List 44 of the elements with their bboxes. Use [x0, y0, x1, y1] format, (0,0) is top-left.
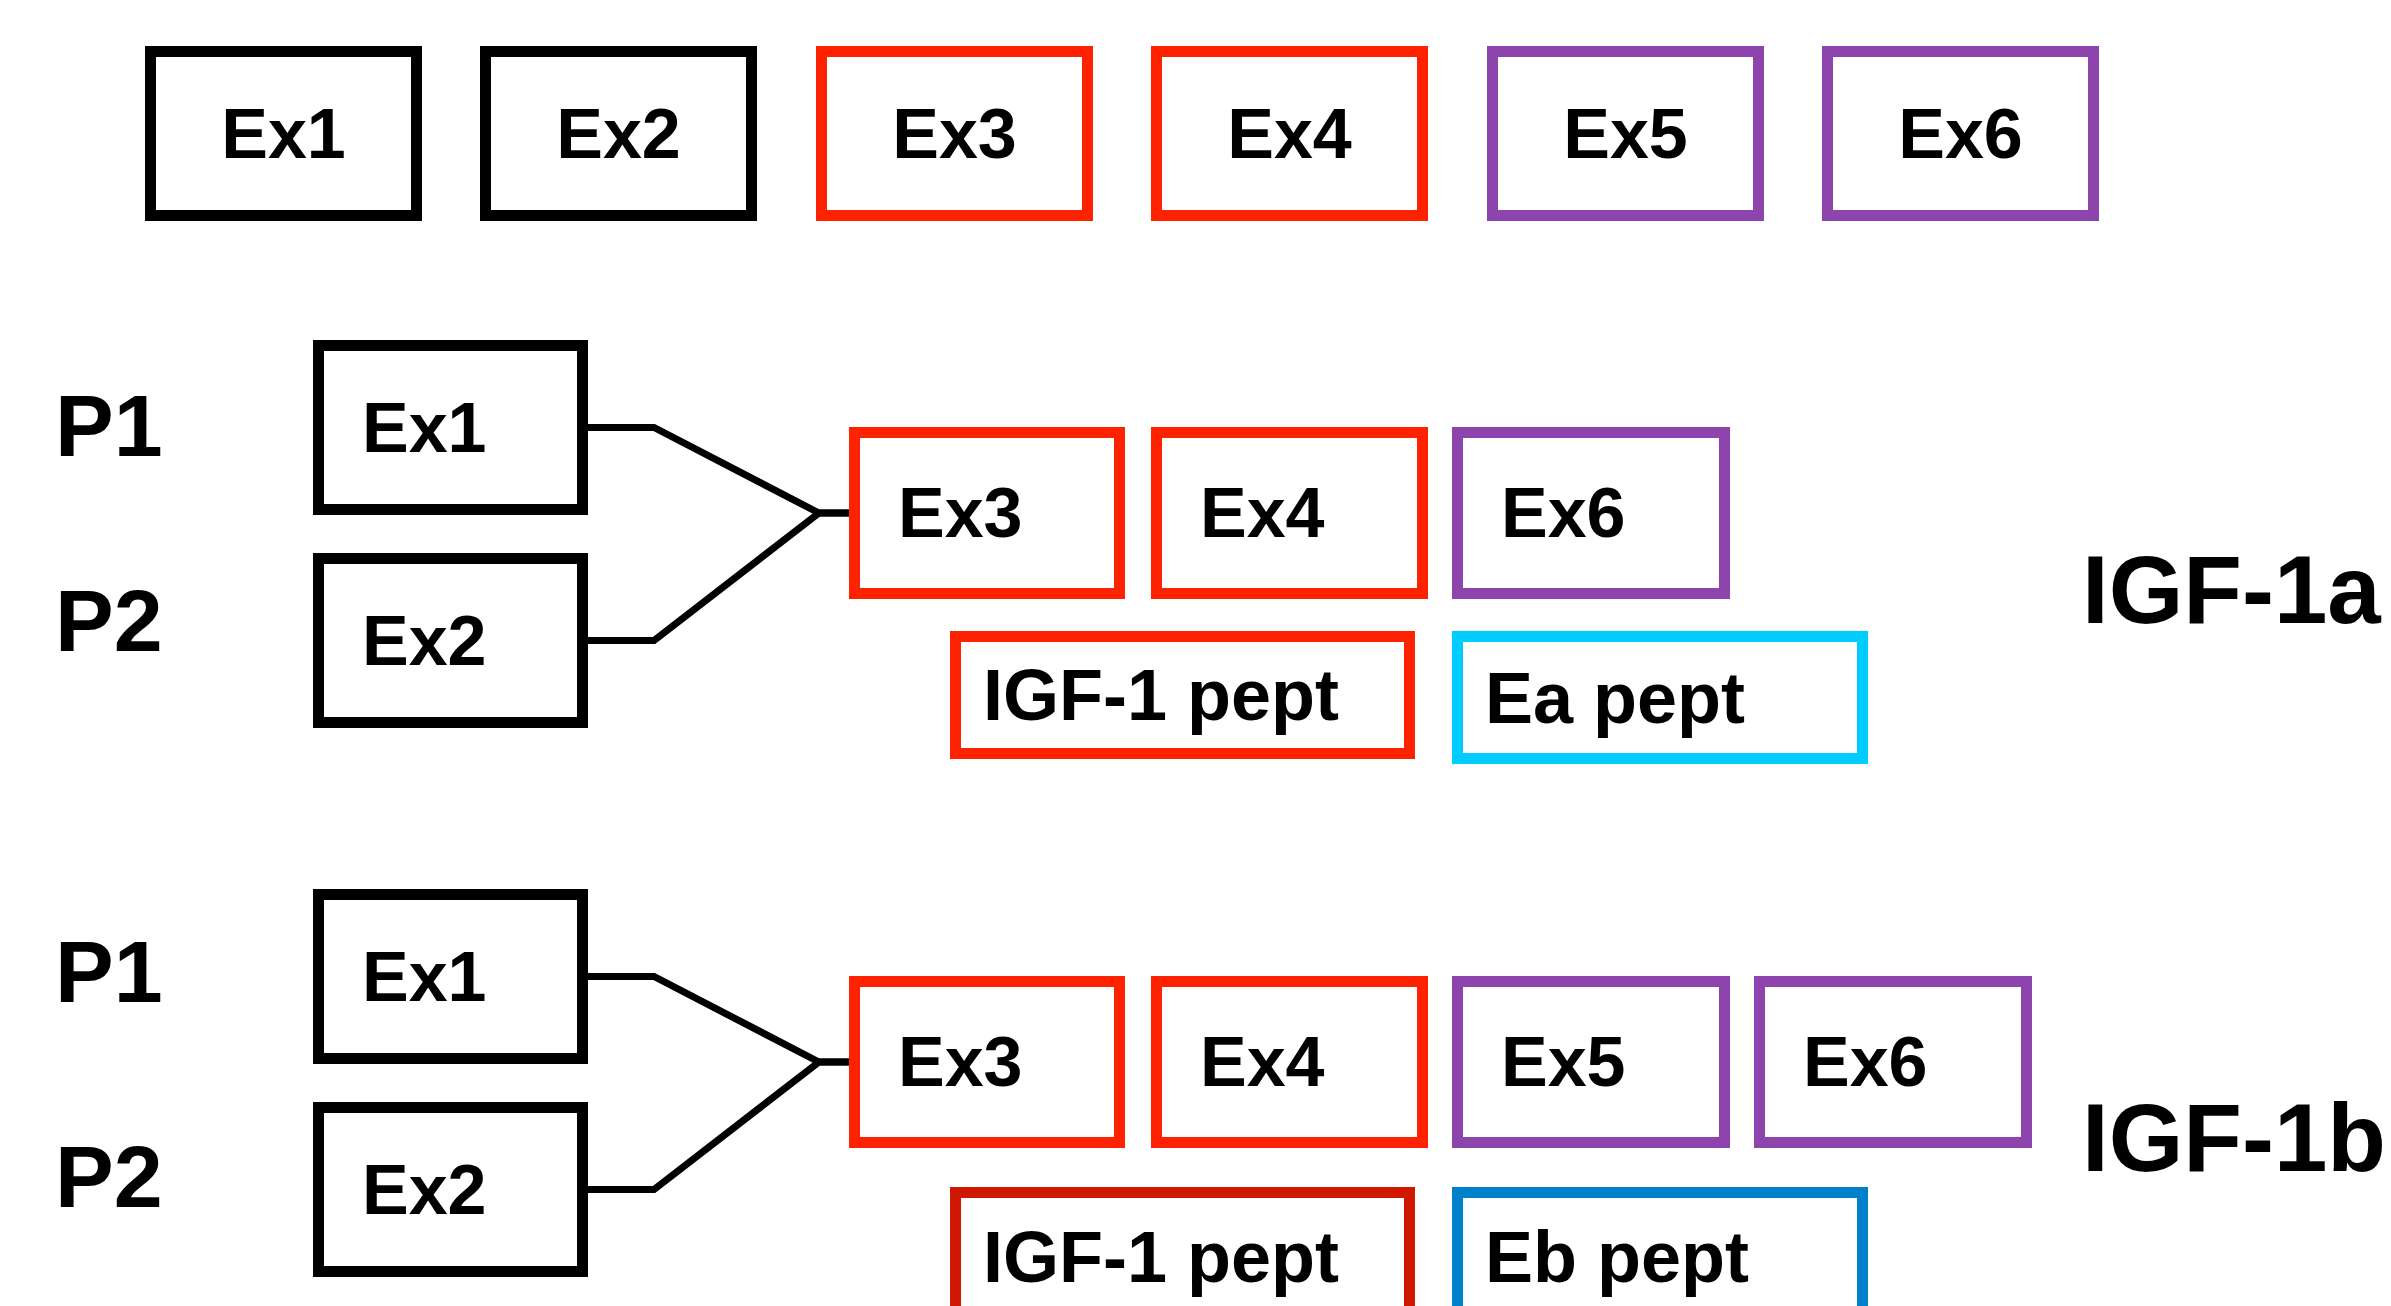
exon-label: Ex6 — [1898, 98, 2023, 169]
exon-box — [1452, 427, 1730, 599]
exon-label: Ex1 — [362, 392, 487, 463]
exon-box — [1487, 46, 1764, 221]
promoter-label: P2 — [55, 577, 163, 665]
exon-label: Ex6 — [1803, 1027, 1928, 1097]
exon-box — [313, 889, 588, 1064]
promoter-label: P1 — [55, 928, 163, 1016]
exon-label: Ex3 — [898, 478, 1023, 548]
promoter-label: P1 — [55, 382, 163, 470]
exon-box — [145, 46, 422, 221]
exon-label: Ex1 — [362, 941, 487, 1012]
exon-box — [1151, 427, 1428, 599]
exon-label: Ex4 — [1227, 98, 1352, 169]
exon-box — [1151, 976, 1428, 1148]
peptide-box — [1452, 1187, 1868, 1306]
exon-label: Ex2 — [362, 1154, 487, 1225]
exon-box — [313, 553, 588, 728]
exon-box — [849, 427, 1125, 599]
exon-box — [849, 976, 1125, 1148]
exon-label: Ex2 — [556, 98, 681, 169]
exon-label: Ex5 — [1563, 98, 1688, 169]
exon-box — [1151, 46, 1428, 221]
isoform-label: IGF-1a — [2082, 542, 2381, 638]
exon-box — [313, 1102, 588, 1277]
promoter-label: P2 — [55, 1133, 163, 1221]
exon-box — [480, 46, 757, 221]
exon-label: Ex4 — [1200, 1027, 1325, 1097]
exon-label: Ex6 — [1501, 478, 1626, 548]
exon-box — [313, 340, 588, 515]
exon-box — [1754, 976, 2032, 1148]
exon-box — [1452, 976, 1730, 1148]
peptide-box — [950, 1187, 1415, 1306]
peptide-box — [950, 631, 1415, 759]
exon-box — [1822, 46, 2099, 221]
isoform-label: IGF-1b — [2082, 1090, 2386, 1186]
exon-label: Ex4 — [1200, 478, 1325, 548]
exon-label: Ex5 — [1501, 1027, 1626, 1097]
exon-label: Ex2 — [362, 605, 487, 676]
exon-label: Ex3 — [892, 98, 1017, 169]
exon-label: Ex1 — [221, 98, 346, 169]
exon-label: Ex3 — [898, 1027, 1023, 1097]
exon-box — [816, 46, 1093, 221]
peptide-box — [1452, 631, 1868, 764]
